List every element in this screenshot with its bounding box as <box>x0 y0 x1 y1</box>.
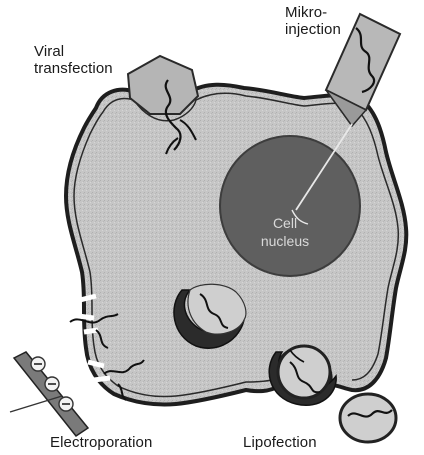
label-viral-transfection: Viral transfection <box>34 43 113 77</box>
label-electroporation: Electroporation <box>50 434 152 451</box>
label-viral-line1: Viral <box>34 43 113 60</box>
label-viral-line2: transfection <box>34 60 113 77</box>
label-nucleus-line2: nucleus <box>240 232 330 250</box>
label-micro-line2: injection <box>285 21 341 38</box>
electrode <box>10 352 88 436</box>
liposome <box>340 394 396 442</box>
virus-capsid <box>128 56 198 114</box>
label-nucleus-line1: Cell <box>240 214 330 232</box>
label-micro-line1: Mikro- <box>285 4 341 21</box>
cell-nucleus <box>220 136 360 276</box>
label-cell-nucleus: Cell nucleus <box>240 214 330 250</box>
label-microinjection: Mikro- injection <box>285 4 341 38</box>
label-lipofection: Lipofection <box>243 434 317 451</box>
